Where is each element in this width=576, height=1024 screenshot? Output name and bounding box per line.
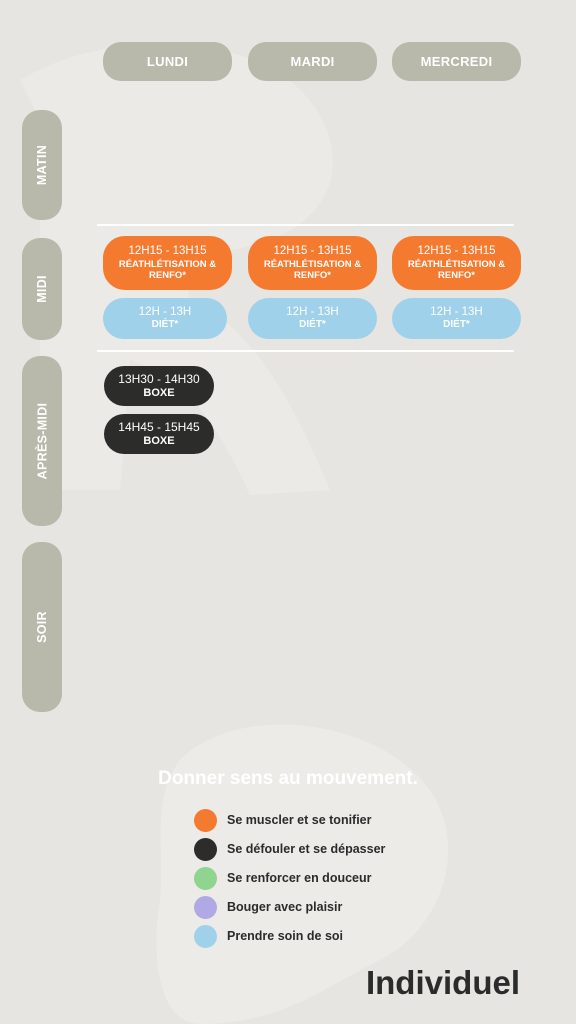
slot-name: BOXE bbox=[143, 434, 175, 447]
legend-label: Se renforcer en douceur bbox=[227, 871, 372, 885]
period-apres-midi: APRÈS-MIDI bbox=[22, 356, 62, 526]
period-apres-midi-label: APRÈS-MIDI bbox=[35, 402, 49, 480]
slot-name: RENFO* bbox=[438, 269, 475, 281]
slot-time: 12H - 13H bbox=[286, 305, 339, 318]
period-matin-label: MATIN bbox=[35, 144, 49, 186]
period-midi: MIDI bbox=[22, 238, 62, 340]
day-header-mardi: MARDI bbox=[248, 42, 377, 81]
slot-name: RENFO* bbox=[294, 269, 331, 281]
day-header-mercredi: MERCREDI bbox=[392, 42, 521, 81]
slot-name: DIÉT* bbox=[299, 319, 326, 331]
legend-label: Se défouler et se dépasser bbox=[227, 842, 386, 856]
slot-renfo-mercredi[interactable]: 12H15 - 13H15 RÉATHLÉTISATION & RENFO* bbox=[392, 236, 521, 290]
period-soir-label: SOIR bbox=[34, 611, 49, 643]
slot-time: 13H30 - 14H30 bbox=[118, 372, 200, 387]
legend-item-defouler: Se défouler et se dépasser bbox=[194, 837, 385, 861]
divider-bottom bbox=[97, 350, 514, 352]
slot-name: RÉATHLÉTISATION & bbox=[118, 258, 217, 270]
legend-dot bbox=[194, 808, 217, 832]
brand-title: Individuel bbox=[365, 964, 520, 1001]
legend-dot bbox=[194, 866, 217, 890]
slot-name: DIÉT* bbox=[151, 319, 179, 331]
slot-time: 12H - 13H bbox=[430, 305, 483, 318]
slot-renfo-lundi[interactable]: 12H15 - 13H15 RÉATHLÉTISATION & RENFO* bbox=[103, 236, 232, 290]
slot-time: 12H15 - 13H15 bbox=[417, 244, 496, 257]
slot-time: 12H15 - 13H15 bbox=[128, 244, 207, 257]
tagline: Donner sens au mouvement. bbox=[158, 768, 418, 789]
period-matin: MATIN bbox=[22, 110, 62, 220]
slot-name: DIÉT* bbox=[443, 319, 470, 331]
slot-name: RÉATHLÉTISATION & bbox=[263, 258, 362, 270]
slot-time: 12H15 - 13H15 bbox=[273, 244, 352, 257]
slot-time: 14H45 - 15H45 bbox=[118, 420, 200, 435]
divider-top bbox=[97, 224, 514, 226]
legend-dot bbox=[194, 895, 217, 919]
slot-name: RENFO* bbox=[149, 269, 186, 281]
legend-label: Prendre soin de soi bbox=[227, 929, 344, 943]
slot-diet-lundi[interactable]: 12H - 13H DIÉT* bbox=[103, 298, 227, 339]
legend-item-muscler: Se muscler et se tonifier bbox=[194, 808, 372, 832]
slot-renfo-mardi[interactable]: 12H15 - 13H15 RÉATHLÉTISATION & RENFO* bbox=[248, 236, 377, 290]
slot-name: BOXE bbox=[143, 386, 175, 399]
slot-time: 12H - 13H bbox=[138, 305, 192, 318]
legend-dot bbox=[194, 924, 217, 948]
slot-boxe-1[interactable]: 13H30 - 14H30 BOXE bbox=[104, 366, 214, 406]
slot-boxe-2[interactable]: 14H45 - 15H45 BOXE bbox=[104, 414, 214, 454]
period-soir: SOIR bbox=[22, 542, 62, 712]
legend-item-renforcer: Se renforcer en douceur bbox=[194, 866, 372, 890]
legend-dot bbox=[194, 837, 217, 861]
legend-label: Bouger avec plaisir bbox=[227, 900, 343, 914]
legend-item-bouger: Bouger avec plaisir bbox=[194, 895, 342, 919]
legend-item-soin: Prendre soin de soi bbox=[194, 924, 343, 948]
slot-diet-mercredi[interactable]: 12H - 13H DIÉT* bbox=[392, 298, 521, 339]
slot-diet-mardi[interactable]: 12H - 13H DIÉT* bbox=[248, 298, 377, 339]
period-midi-label: MIDI bbox=[35, 275, 49, 303]
slot-name: RÉATHLÉTISATION & bbox=[407, 258, 506, 270]
legend-label: Se muscler et se tonifier bbox=[227, 813, 372, 827]
day-header-lundi: LUNDI bbox=[103, 42, 232, 81]
